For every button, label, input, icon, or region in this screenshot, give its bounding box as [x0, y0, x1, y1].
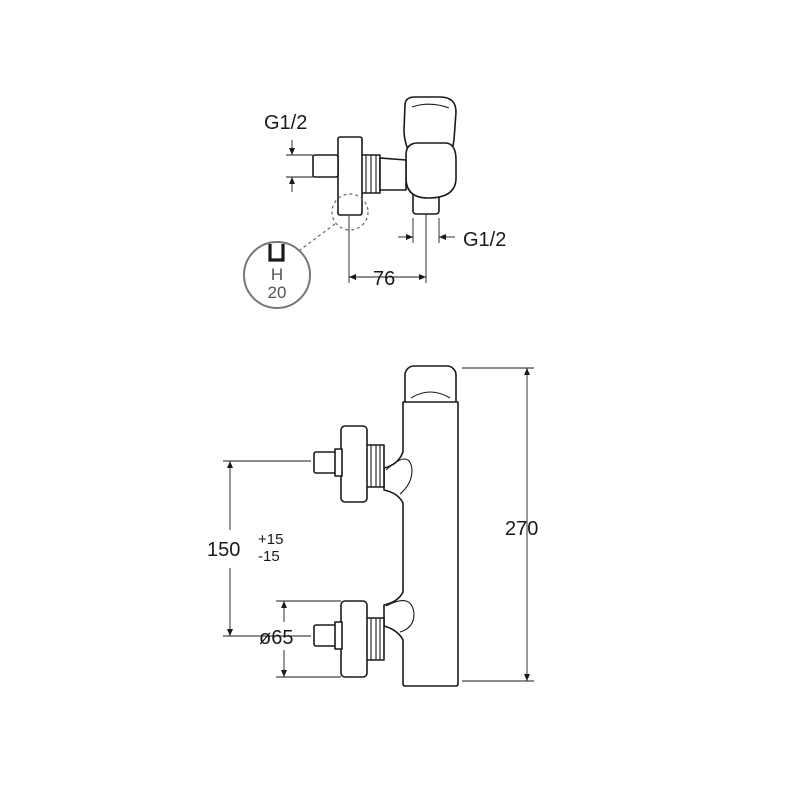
inlet-stub: [312, 154, 339, 178]
diameter-label: ø65: [259, 627, 293, 649]
detail-symbol-label: H: [271, 265, 283, 284]
detail-value-label: 20: [268, 283, 287, 302]
spacing-label: 150: [207, 539, 240, 561]
connector-neck: [379, 157, 407, 191]
diameter-dimension: ø65: [259, 600, 341, 678]
threaded-connector: [359, 154, 381, 194]
inlet-thread-label: G1/2: [264, 112, 307, 134]
valve-body: [405, 142, 457, 199]
lower-inlet-collar: [334, 621, 343, 650]
upper-threaded-connector: [365, 444, 385, 488]
lower-wall-flange: [340, 600, 368, 678]
lower-connector-swell: [385, 600, 415, 633]
lower-inlet: [313, 624, 337, 647]
upper-inlet: [313, 451, 337, 474]
lower-threaded-connector: [365, 617, 385, 661]
depth-dimension: 76: [348, 214, 427, 290]
front-view: 270 150 +15 -15 ø65: [207, 365, 538, 687]
mixer-body: [383, 401, 459, 687]
detail-marker: [331, 193, 369, 231]
height-dimension: 270: [462, 367, 538, 682]
lever-handle-detail: [411, 103, 450, 109]
height-label: 270: [505, 518, 538, 540]
bracket-profile-icon: [268, 244, 285, 262]
outlet-thread-dimension: G1/2: [398, 218, 506, 251]
detail-circle: [243, 241, 311, 309]
wall-flange: [337, 136, 363, 216]
side-view: G1/2 G1/2 76 H 20: [243, 96, 506, 309]
detail-leader: [299, 223, 336, 251]
cartridge-cap-detail: [410, 391, 451, 399]
upper-inlet-collar: [334, 448, 343, 477]
outlet-thread-label: G1/2: [463, 229, 506, 251]
detail-callout: H 20: [243, 193, 369, 309]
depth-label: 76: [373, 268, 395, 290]
inlet-thread-dimension: G1/2: [264, 112, 313, 192]
upper-wall-flange: [340, 425, 368, 503]
tolerance-minus: -15: [258, 548, 280, 565]
spacing-dimension: 150 +15 -15: [207, 460, 311, 637]
upper-connector-swell: [385, 458, 413, 495]
tolerance-plus: +15: [258, 531, 283, 548]
